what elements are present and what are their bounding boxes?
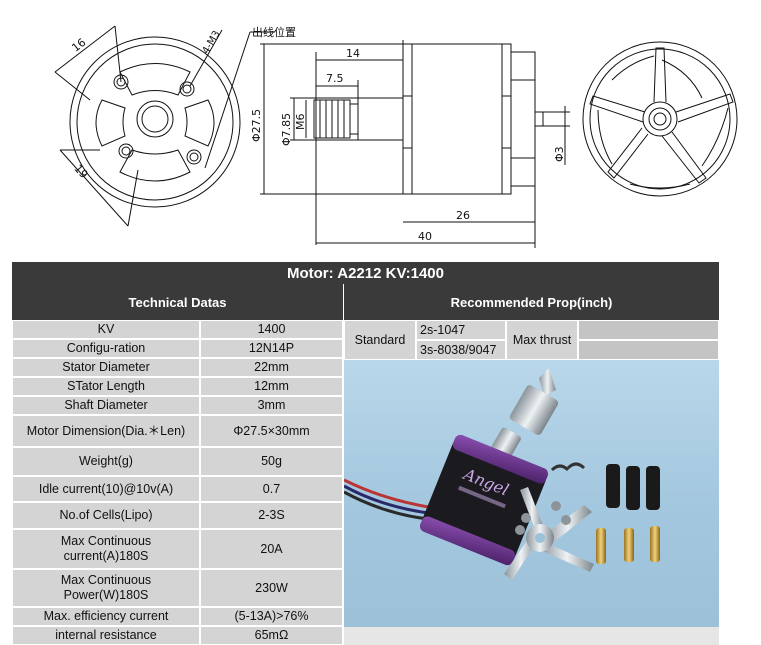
spec-title: Motor: A2212 KV:1400: [12, 262, 719, 284]
row-value: 12N14P: [200, 339, 343, 358]
table-row: STator Length 12mm: [12, 377, 343, 396]
dim-phi27-5: Φ27.5: [250, 109, 263, 142]
row-key: Configu-ration: [12, 339, 200, 358]
table-row: Max Continuous Power(W)180S 230W: [12, 569, 343, 607]
prop-3s: 3s-8038/9047: [416, 340, 506, 360]
technical-drawing: 出线位置 16 4-M3 19 14 7.5 Φ27.5 Φ7.85 M6 26…: [54, 25, 738, 248]
table-row: Motor Dimension(Dia.＊Len) Φ27.5×30mm: [12, 415, 343, 447]
recommended-prop-table: Standard 2s-1047 3s-8038/9047 Max thrust: [344, 320, 719, 360]
front-view: [54, 25, 275, 227]
dim-m6: M6: [294, 114, 307, 131]
row-value: 50g: [200, 447, 343, 476]
table-row: Shaft Diameter 3mm: [12, 396, 343, 415]
row-value: 1400: [200, 320, 343, 339]
dim-m3: 4-M3: [201, 29, 223, 56]
side-view: [260, 40, 570, 248]
gold-connector: [624, 528, 634, 562]
table-row: No.of Cells(Lipo) 2-3S: [12, 502, 343, 529]
dim-40: 40: [418, 230, 432, 243]
motor-photo-illustration: Angel: [344, 368, 660, 580]
heatshrink-tube: [606, 464, 620, 508]
motor-body: Angel: [419, 434, 549, 566]
table-row: Stator Diameter 22mm: [12, 358, 343, 377]
row-value: 12mm: [200, 377, 343, 396]
table-row: Max Continuous current(A)180S 20A: [12, 529, 343, 569]
row-value: 22mm: [200, 358, 343, 377]
row-value: 0.7: [200, 476, 343, 502]
row-value: 20A: [200, 529, 343, 569]
dim-14: 14: [346, 47, 360, 60]
row-value: 230W: [200, 569, 343, 607]
row-key: internal resistance: [12, 626, 200, 645]
recommended-prop-header: Recommended Prop(inch): [344, 284, 719, 320]
technical-datas-header: Technical Datas: [12, 284, 344, 320]
row-value: (5-13A)>76%: [200, 607, 343, 626]
dim-16: 16: [69, 36, 88, 55]
row-key: Shaft Diameter: [12, 396, 200, 415]
standard-label: Standard: [344, 320, 416, 360]
row-key: Max Continuous current(A)180S: [12, 529, 200, 569]
gold-connector: [650, 526, 660, 562]
row-key: Max. efficiency current: [12, 607, 200, 626]
prop-adapter: [509, 385, 559, 435]
row-key: Max Continuous Power(W)180S: [12, 569, 200, 607]
row-key: Idle current(10)@10v(A): [12, 476, 200, 502]
table-row: KV 1400: [12, 320, 343, 339]
thrust-3s: [578, 340, 719, 360]
row-key: Stator Diameter: [12, 358, 200, 377]
row-key: STator Length: [12, 377, 200, 396]
gold-connector: [596, 528, 606, 564]
spec-sheet: Motor: A2212 KV:1400 Technical Datas Rec…: [12, 262, 719, 645]
prop-2s: 2s-1047: [416, 320, 506, 340]
dim-26: 26: [456, 209, 470, 222]
table-row: internal resistance 65mΩ: [12, 626, 343, 645]
photo-bottom-strip: [344, 627, 719, 645]
row-key: No.of Cells(Lipo): [12, 502, 200, 529]
thrust-2s: [578, 320, 719, 340]
prop-adapter-tip: [539, 368, 556, 396]
heatshrink-tube: [646, 466, 660, 510]
table-row: Idle current(10)@10v(A) 0.7: [12, 476, 343, 502]
table-row: Weight(g) 50g: [12, 447, 343, 476]
table-row: Configu-ration 12N14P: [12, 339, 343, 358]
product-photo: Angel: [344, 360, 719, 627]
row-key: Motor Dimension(Dia.＊Len): [12, 415, 200, 447]
dim-7-5: 7.5: [326, 72, 344, 85]
row-value: Φ27.5×30mm: [200, 415, 343, 447]
table-row: Max. efficiency current (5-13A)>76%: [12, 607, 343, 626]
row-value: 65mΩ: [200, 626, 343, 645]
row-key: KV: [12, 320, 200, 339]
callout-label: 出线位置: [252, 25, 296, 39]
dim-phi7-85: Φ7.85: [280, 113, 293, 146]
dim-phi3: Φ3: [553, 146, 566, 162]
heatshrink-tube: [626, 466, 640, 510]
row-value: 2-3S: [200, 502, 343, 529]
row-value: 3mm: [200, 396, 343, 415]
max-thrust-label: Max thrust: [506, 320, 578, 360]
dim-19: 19: [71, 162, 90, 181]
rear-view: [582, 41, 738, 197]
row-key: Weight(g): [12, 447, 200, 476]
